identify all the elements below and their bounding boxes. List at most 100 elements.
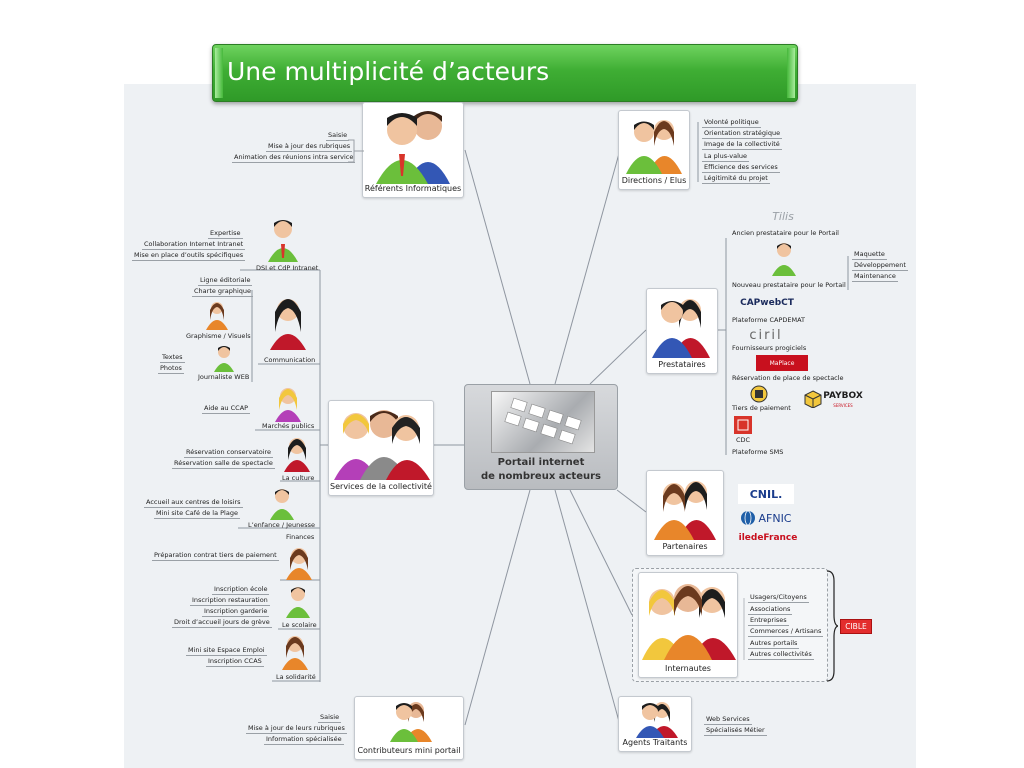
label-spectacle: Réservation de place de spectacle xyxy=(732,374,844,382)
node-label: Services de la collectivité xyxy=(330,482,432,491)
logo-maplace: MaPlace xyxy=(756,355,808,371)
label-capdemat: Plateforme CAPDEMAT xyxy=(732,316,806,324)
group-people-icon xyxy=(376,111,450,184)
topic-internautes-5: Autres collectivités xyxy=(748,650,814,660)
topic-internautes-1: Associations xyxy=(748,605,793,615)
topic-directions-0: Volonté politique xyxy=(702,118,761,128)
topic-directions-5: Légitimité du projet xyxy=(702,174,770,184)
topic-directions-1: Orientation stratégique xyxy=(702,129,783,139)
logo-tilis: Tilis xyxy=(772,209,794,223)
topic-referents-2: Animation des réunions intra service xyxy=(232,153,356,163)
logo-cnil: CNIL. xyxy=(738,484,794,504)
globe-icon xyxy=(741,510,755,526)
logo-ciril: ciril xyxy=(749,327,783,343)
label-culture: La culture xyxy=(282,474,315,482)
topic-journaliste-0: Textes xyxy=(160,353,185,363)
label-graphisme: Graphisme / Visuels xyxy=(186,332,251,340)
label-sms: Plateforme SMS xyxy=(732,448,784,456)
node-label: Internautes xyxy=(665,664,711,673)
label-nouveau: Nouveau prestataire pour le Portail xyxy=(732,281,846,289)
label-enfance: L’enfance / Jeunesse xyxy=(248,521,316,529)
label-cdc: CDC xyxy=(736,436,751,444)
cashier-icon xyxy=(750,385,768,403)
female-person-icon xyxy=(286,548,312,580)
topic-directions-2: Image de la collectivité xyxy=(702,140,782,150)
group-people-icon xyxy=(334,410,430,480)
central-node[interactable]: Portail internet de nombreux acteurs xyxy=(464,384,618,490)
topic-solidarite-1: Inscription CCAS xyxy=(206,657,264,667)
topic-enfance-0: Accueil aux centres de loisirs xyxy=(144,498,243,508)
group-people-icon xyxy=(654,481,716,540)
node-contributeurs[interactable]: Contributeurs mini portail xyxy=(354,696,464,760)
label-progiciels: Fournisseurs progiciels xyxy=(732,344,807,352)
topic-finances-0: Préparation contrat tiers de paiement xyxy=(152,551,279,561)
node-partenaires[interactable]: Partenaires xyxy=(646,470,724,556)
node-label: Partenaires xyxy=(662,542,708,551)
label-dsi: DSI et CdP Intranet xyxy=(256,264,319,272)
topic-referents-1: Mise à jour des rubriques xyxy=(266,142,353,152)
topic-directions-4: Efficience des services xyxy=(702,163,780,173)
node-directions[interactable]: Directions / Elus xyxy=(618,110,690,190)
person-icon xyxy=(286,587,310,618)
topic-dsi-0: Expertise xyxy=(208,229,243,239)
logo-paybox-sub: SERVICES xyxy=(833,403,853,408)
topic-culture-1: Réservation salle de spectacle xyxy=(172,459,275,469)
topic-dsi-2: Mise en place d’outils spécifiques xyxy=(132,251,246,261)
topic-agents-0: Web Services xyxy=(704,715,752,725)
label-solidarite: La solidarité xyxy=(276,673,316,681)
central-title-line1: Portail internet xyxy=(497,457,585,468)
label-tiers: Tiers de paiement xyxy=(732,404,791,412)
cdc-logo-icon xyxy=(734,416,752,434)
slide-title: Une multiplicité d’acteurs xyxy=(227,57,550,86)
label-finances: Finances xyxy=(286,533,315,541)
group-people-icon xyxy=(652,299,710,358)
node-label: Prestataires xyxy=(658,360,706,369)
node-label: Référents Informatiques xyxy=(364,184,462,193)
topic-scolaire-1: Inscription restauration xyxy=(190,596,270,606)
group-people-icon xyxy=(626,120,682,174)
logo-iledefrance: iledeFrance xyxy=(738,533,798,543)
topic-scolaire-0: Inscription école xyxy=(212,585,270,595)
label-journaliste: Journaliste WEB xyxy=(198,373,250,381)
topic-nouveau-0: Maquette xyxy=(852,250,887,260)
female-person-icon xyxy=(284,438,310,472)
topic-culture-0: Réservation conservatoire xyxy=(184,448,274,458)
node-prestataires[interactable]: Prestataires xyxy=(646,288,718,374)
paybox-cube-icon xyxy=(804,390,822,408)
node-label: Directions / Elus xyxy=(621,176,687,185)
group-people-icon xyxy=(642,584,736,660)
topic-agents-1: Spécialisés Métier xyxy=(704,726,767,736)
logo-paybox: PAYBOX xyxy=(823,391,863,401)
topic-internautes-4: Autres portails xyxy=(748,639,800,649)
node-label: Contributeurs mini portail xyxy=(357,746,461,755)
topic-solidarite-0: Mini site Espace Emploi xyxy=(186,646,267,656)
node-label: Agents Traitants xyxy=(622,738,688,747)
person-icon xyxy=(214,346,234,372)
topic-nouveau-1: Développement xyxy=(852,261,908,271)
person-icon xyxy=(270,489,294,520)
topic-contributeurs-2: Information spécialisée xyxy=(264,735,344,745)
topic-contributeurs-1: Mise à jour de leurs rubriques xyxy=(246,724,347,734)
label-marches: Marchés publics xyxy=(262,422,315,430)
topic-contributeurs-0: Saisie xyxy=(318,713,342,723)
title-bar: Une multiplicité d’acteurs xyxy=(212,44,798,102)
topic-directions-3: La plus-value xyxy=(702,152,750,162)
brace-icon xyxy=(826,570,838,682)
group-people-icon xyxy=(636,702,678,738)
keyboard-image xyxy=(491,391,595,453)
female-person-icon xyxy=(206,302,228,330)
person-icon xyxy=(268,220,298,262)
title-bar-edge-right xyxy=(787,48,795,98)
topic-dsi-1: Collaboration Internet Intranet xyxy=(142,240,246,250)
topic-scolaire-2: Inscription garderie xyxy=(202,607,270,617)
topic-internautes-0: Usagers/Citoyens xyxy=(748,593,809,603)
topic-journaliste-1: Photos xyxy=(158,364,184,374)
group-people-icon xyxy=(390,702,432,742)
cible-badge: CIBLE xyxy=(840,619,872,634)
topic-enfance-1: Mini site Café de la Plage xyxy=(154,509,240,519)
label-communication: Communication xyxy=(264,356,316,364)
label-scolaire: Le scolaire xyxy=(282,621,317,629)
logo-afnic: AFNIC xyxy=(758,511,792,525)
